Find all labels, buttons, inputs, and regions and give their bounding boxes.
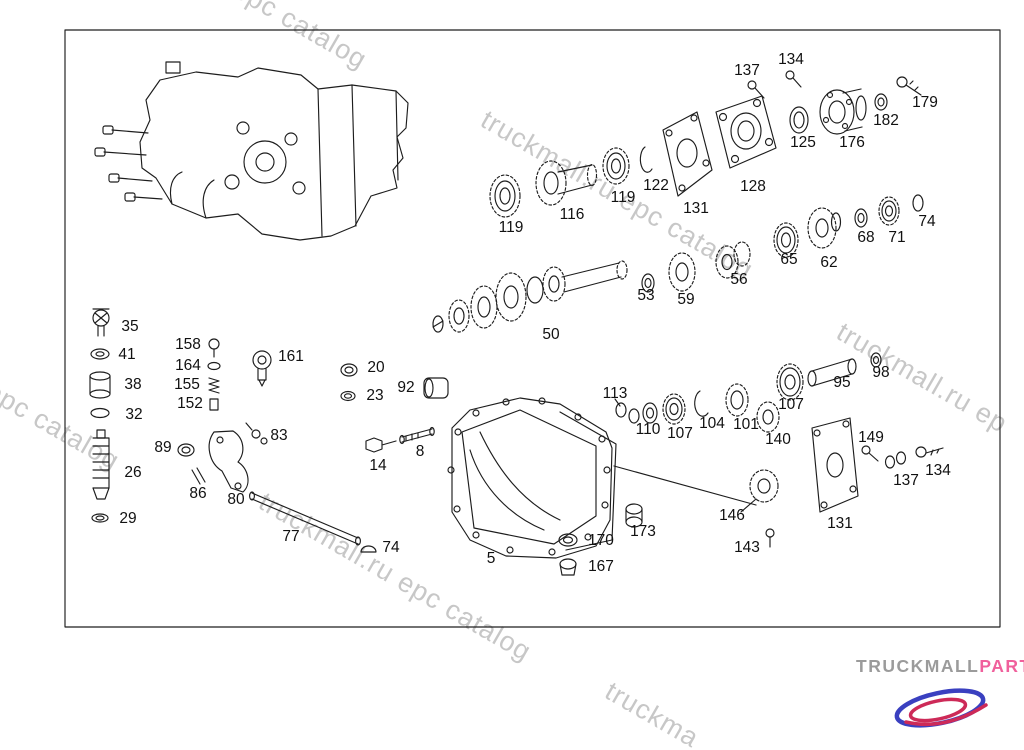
part-label-98: 98 (872, 364, 890, 381)
part-label-80: 80 (227, 491, 245, 508)
drawing-synchro-parts (614, 383, 780, 433)
drawing-housing-cover (447, 397, 757, 559)
part-label-161: 161 (278, 348, 304, 365)
part-label-23: 23 (366, 387, 384, 404)
part-label-149: 149 (858, 429, 884, 446)
part-label-26: 26 (124, 464, 142, 481)
part-label-170: 170 (588, 532, 614, 549)
drawing-rear-cover-parts (740, 417, 944, 548)
part-label-71: 71 (888, 229, 906, 246)
part-label-119: 119 (498, 219, 524, 236)
part-label-68: 68 (857, 229, 875, 246)
part-label-143: 143 (734, 539, 760, 556)
drawing-gearbox-housing (94, 61, 409, 241)
part-label-74: 74 (382, 539, 400, 556)
part-label-101: 101 (733, 416, 759, 433)
part-label-59: 59 (677, 291, 695, 308)
part-label-167: 167 (588, 558, 614, 575)
part-label-125: 125 (790, 134, 816, 151)
part-label-122: 122 (643, 177, 669, 194)
brand-swirl-icon (894, 688, 988, 728)
part-label-83: 83 (270, 427, 288, 444)
drawing-input-shaft-parts (489, 70, 922, 218)
part-label-107: 107 (667, 425, 693, 442)
brand-logo: TRUCKMALLPARTS (856, 656, 1024, 677)
part-label-146: 146 (719, 507, 745, 524)
part-label-50: 50 (542, 326, 560, 343)
brand-name-primary: TRUCKMALL (856, 656, 980, 676)
part-label-137: 137 (734, 62, 760, 79)
diagram-frame (64, 29, 1001, 628)
part-label-8: 8 (415, 443, 425, 460)
part-label-176: 176 (839, 134, 865, 151)
drawing-detent-parts (89, 308, 111, 523)
part-label-182: 182 (873, 112, 899, 129)
drawing-output-parts (776, 352, 882, 401)
part-label-89: 89 (154, 439, 172, 456)
part-label-95: 95 (833, 374, 851, 391)
part-label-107: 107 (778, 396, 804, 413)
part-label-29: 29 (119, 510, 137, 527)
part-label-32: 32 (125, 406, 143, 423)
drawing-main-shaft (432, 260, 628, 333)
part-label-65: 65 (780, 251, 798, 268)
drawing-small-fasteners (207, 338, 449, 453)
part-label-92: 92 (397, 379, 415, 396)
part-label-128: 128 (740, 178, 766, 195)
part-label-104: 104 (699, 415, 725, 432)
part-label-173: 173 (630, 523, 656, 540)
part-label-41: 41 (118, 346, 136, 363)
part-label-35: 35 (121, 318, 139, 335)
part-label-86: 86 (189, 485, 207, 502)
part-label-131: 131 (683, 200, 709, 217)
part-label-14: 14 (369, 457, 387, 474)
part-label-5: 5 (486, 550, 496, 567)
part-label-134: 134 (778, 51, 804, 68)
drawing-shift-fork-parts (177, 422, 377, 553)
part-label-119: 119 (610, 189, 636, 206)
part-label-113: 113 (602, 385, 628, 402)
part-label-155: 155 (174, 376, 200, 393)
part-label-77: 77 (282, 528, 300, 545)
part-label-110: 110 (635, 421, 661, 438)
part-label-20: 20 (367, 359, 385, 376)
brand-name-accent: PARTS (979, 656, 1024, 676)
part-label-179: 179 (912, 94, 938, 111)
part-label-62: 62 (820, 254, 838, 271)
part-label-164: 164 (175, 357, 201, 374)
part-label-134: 134 (925, 462, 951, 479)
part-label-56: 56 (730, 271, 748, 288)
part-label-53: 53 (637, 287, 655, 304)
drawing-small-plugs (558, 503, 643, 576)
part-label-131: 131 (827, 515, 853, 532)
drawing-countershaft-parts (641, 194, 924, 293)
part-label-152: 152 (177, 395, 203, 412)
part-label-74: 74 (918, 213, 936, 230)
part-label-38: 38 (124, 376, 142, 393)
part-label-158: 158 (175, 336, 201, 353)
part-label-137: 137 (893, 472, 919, 489)
part-label-116: 116 (559, 206, 585, 223)
part-label-140: 140 (765, 431, 791, 448)
